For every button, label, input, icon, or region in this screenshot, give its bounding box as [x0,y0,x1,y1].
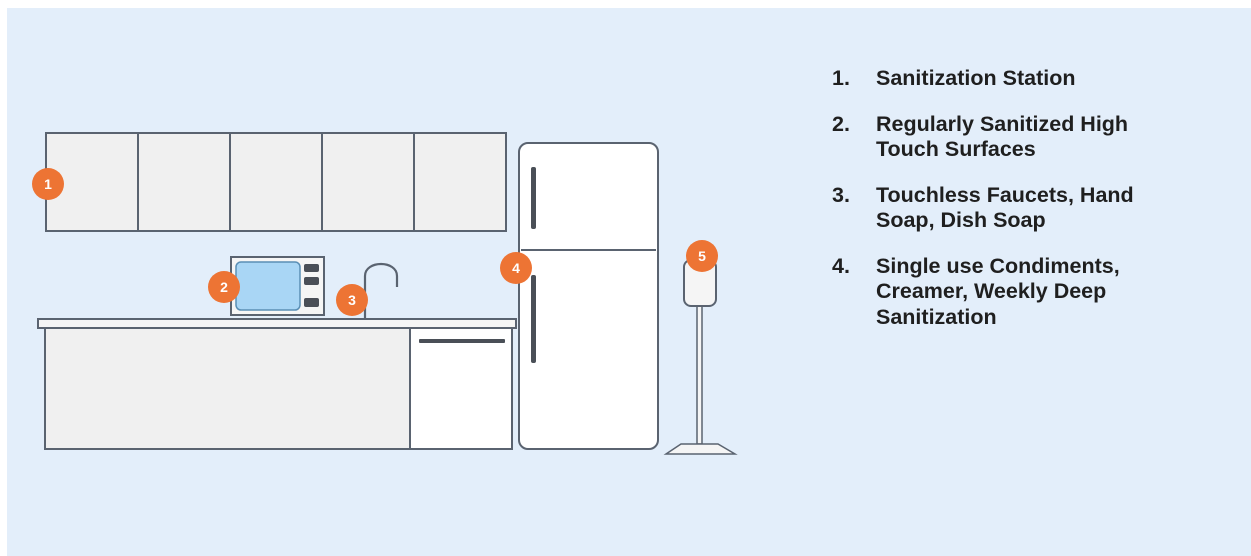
legend-text: Single use Condiments, Creamer, Weekly D… [876,254,1156,331]
legend-text: Sanitization Station [876,66,1156,92]
legend-item: 4. Single use Condiments, Creamer, Weekl… [832,254,1162,331]
badge-label: 2 [220,279,228,295]
legend-item: 2. Regularly Sanitized High Touch Surfac… [832,112,1162,163]
lower-cabinet [45,328,410,449]
upper-cabinets [46,133,506,231]
sanitizer-station [666,260,735,454]
microwave-window [236,262,300,310]
refrigerator [519,143,658,449]
countertop [38,319,516,328]
dishwasher-handle [419,339,505,343]
refrigerator-body [519,143,658,449]
sanitizer-base [666,444,735,454]
legend-number: 4. [832,254,876,280]
legend-item: 1. Sanitization Station [832,66,1162,92]
upper-cabinet [414,133,506,231]
badge-3: 3 [336,284,368,316]
microwave [231,257,324,315]
badge-1: 1 [32,168,64,200]
badge-label: 4 [512,260,520,276]
legend-text: Regularly Sanitized High Touch Surfaces [876,112,1156,163]
upper-cabinet [230,133,322,231]
legend-number: 3. [832,183,876,209]
legend-number: 1. [832,66,876,92]
sanitizer-pole [697,306,702,444]
badge-label: 1 [44,176,52,192]
legend-text: Touchless Faucets, Hand Soap, Dish Soap [876,183,1156,234]
badge-label: 5 [698,248,706,264]
upper-cabinet [322,133,414,231]
faucet [365,264,397,320]
badge-label: 3 [348,292,356,308]
legend-list: 1. Sanitization Station 2. Regularly San… [832,66,1162,350]
legend-number: 2. [832,112,876,138]
badge-2: 2 [208,271,240,303]
microwave-button [304,264,319,272]
freezer-handle [531,167,536,229]
badge-5: 5 [686,240,718,272]
dishwasher [410,328,512,449]
microwave-button [304,298,319,307]
badge-4: 4 [500,252,532,284]
microwave-button [304,277,319,285]
fridge-handle [531,275,536,363]
legend-item: 3. Touchless Faucets, Hand Soap, Dish So… [832,183,1162,234]
upper-cabinet [138,133,230,231]
